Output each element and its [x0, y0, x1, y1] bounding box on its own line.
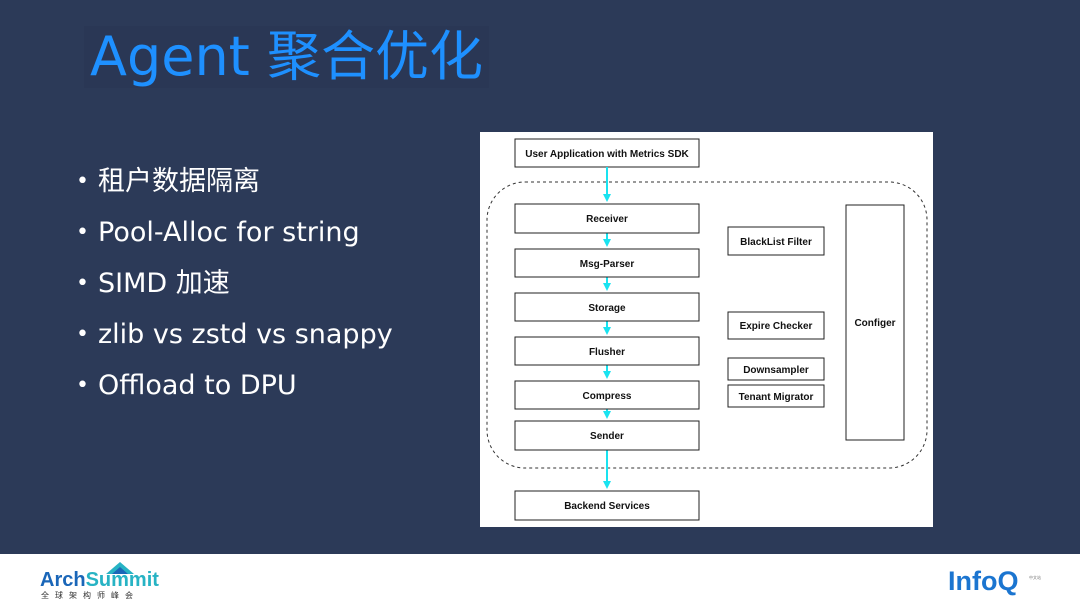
pipeline-box-storage: Storage: [514, 292, 700, 322]
infoq-wordmark: InfoQ: [948, 566, 1018, 596]
pipeline-label: Flusher: [589, 347, 625, 358]
side-label: Tenant Migrator: [739, 392, 814, 403]
side-box-downsampler: Downsampler: [727, 357, 825, 381]
archsummit-subtitle: 全球架构师峰会: [41, 590, 139, 600]
infoq-logo-svg: InfoQ 中文站: [948, 566, 1041, 596]
bullet-item: zlib vs zstd vs snappy: [76, 321, 393, 372]
archsummit-logo: ArchSummit 全球架构师峰会: [40, 556, 160, 602]
architecture-diagram: User Application with Metrics SDK Receiv…: [480, 132, 933, 527]
bullet-item: Offload to DPU: [76, 372, 393, 423]
archsummit-logo-svg: ArchSummit 全球架构师峰会: [40, 562, 159, 600]
infoq-suffix: 中文站: [1029, 574, 1041, 580]
bullet-list: 租户数据隔离 Pool-Alloc for string SIMD 加速 zli…: [76, 168, 393, 423]
side-box-blacklist-filter: BlackList Filter: [727, 226, 825, 256]
source-box-label: User Application with Metrics SDK: [525, 149, 689, 160]
slide-title: Agent 聚合优化: [84, 26, 490, 88]
pipeline-label: Compress: [583, 391, 632, 402]
sink-box: Backend Services: [514, 490, 700, 521]
side-label: Downsampler: [743, 365, 809, 376]
pipeline-box-flusher: Flusher: [514, 336, 700, 366]
side-label: Expire Checker: [740, 321, 813, 332]
bullet-item: Pool-Alloc for string: [76, 219, 393, 270]
config-label: Configer: [854, 318, 895, 329]
sink-label: Backend Services: [564, 501, 650, 512]
pipeline-box-sender: Sender: [514, 420, 700, 451]
diagram-svg: User Application with Metrics SDK Receiv…: [486, 138, 928, 521]
archsummit-word-arch: Arch: [40, 569, 86, 591]
pipeline-label: Storage: [588, 303, 626, 314]
bullet-item: 租户数据隔离: [76, 168, 393, 219]
source-box: User Application with Metrics SDK: [514, 138, 700, 168]
pipeline-label: Msg-Parser: [580, 259, 635, 270]
side-box-tenant-migrator: Tenant Migrator: [727, 384, 825, 408]
config-box: Configer: [845, 204, 905, 441]
pipeline-box-msg-parser: Msg-Parser: [514, 248, 700, 278]
infoq-logo: InfoQ 中文站: [948, 562, 1044, 596]
bullet-item: SIMD 加速: [76, 270, 393, 321]
mountain-icon: [112, 567, 128, 574]
pipeline-box-compress: Compress: [514, 380, 700, 410]
agent-boundary: [486, 181, 928, 469]
pipeline-label: Sender: [590, 431, 624, 442]
pipeline-label: Receiver: [586, 214, 628, 225]
archsummit-word-summit: Summit: [86, 569, 160, 591]
side-box-expire-checker: Expire Checker: [727, 311, 825, 340]
pipeline-box-receiver: Receiver: [514, 203, 700, 234]
side-label: BlackList Filter: [740, 237, 812, 248]
footer-bar: [0, 554, 1080, 603]
archsummit-wordmark: ArchSummit: [40, 569, 159, 591]
